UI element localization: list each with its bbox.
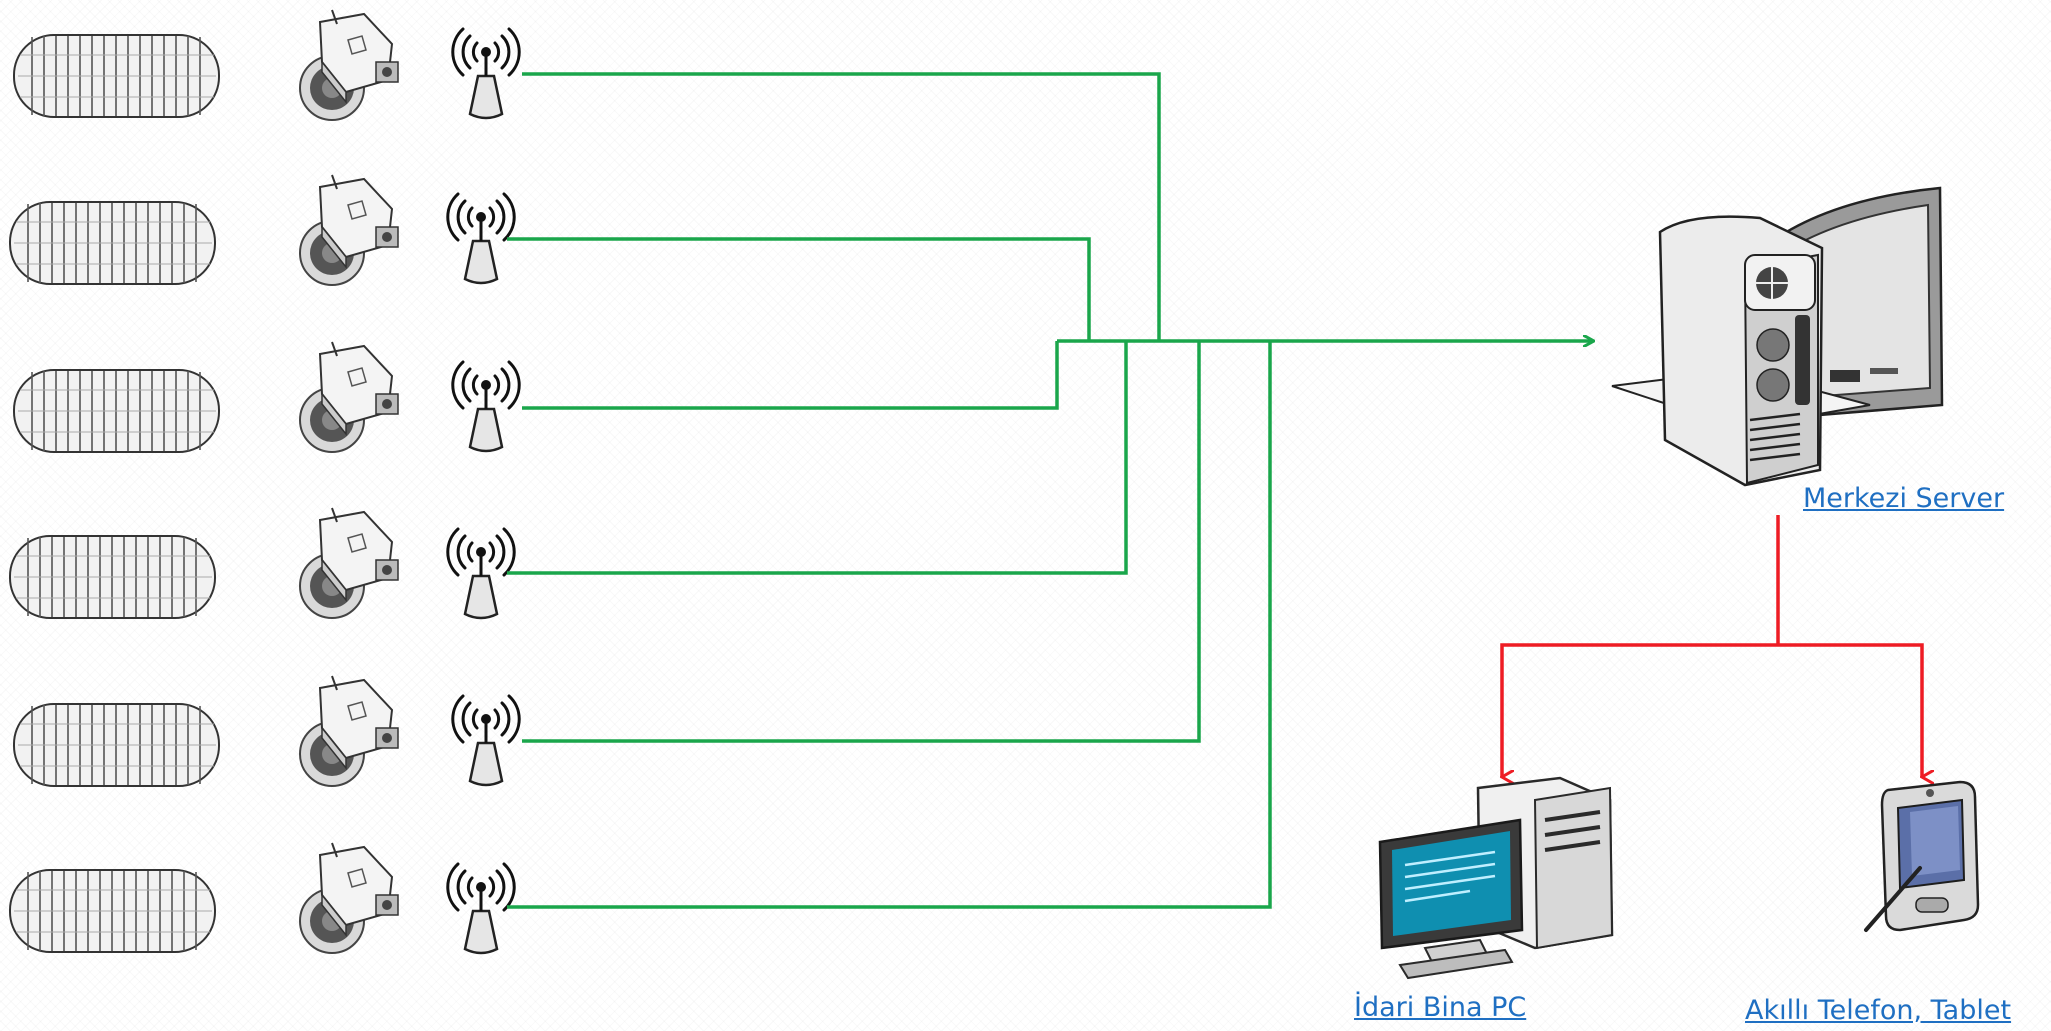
station-row-5 [13, 675, 521, 787]
sensor-device-icon [299, 174, 399, 286]
station-row-4 [9, 507, 516, 620]
uplink-line-1 [522, 72, 1161, 341]
desktop-computer-icon [1378, 776, 1614, 980]
sensor-device-icon [299, 507, 399, 619]
sensor-device-icon [299, 842, 399, 954]
station-row-2 [9, 174, 516, 286]
wireless-antenna-icon [446, 192, 516, 285]
uplink-line-6 [507, 341, 1272, 909]
solar-panel-icon [9, 869, 216, 953]
station-row-1 [13, 9, 521, 121]
solar-panel-icon [9, 535, 216, 619]
uplink-line-2 [507, 237, 1091, 341]
sensor-device-icon [299, 675, 399, 787]
station-row-6 [9, 842, 516, 955]
downlink-to-pc [1502, 643, 1778, 777]
downlink-to-mobile [1778, 643, 1922, 777]
uplink-line-5 [522, 341, 1201, 743]
uplink-line-3 [522, 341, 1059, 410]
server-computer-icon [1611, 186, 1944, 487]
office-pc-label[interactable]: İdari Bina PC [1354, 992, 1527, 1023]
uplink-connectors [507, 72, 1593, 909]
wireless-antenna-icon [446, 862, 516, 955]
sensor-device-icon [299, 9, 399, 121]
uplink-line-4 [507, 341, 1128, 575]
wireless-antenna-icon [451, 694, 521, 787]
mobile-label[interactable]: Akıllı Telefon, Tablet [1745, 995, 2012, 1026]
sensor-device-icon [299, 341, 399, 453]
solar-panel-icon [13, 369, 220, 453]
solar-panel-icon [13, 703, 220, 787]
solar-panel-icon [9, 201, 216, 285]
wireless-antenna-icon [446, 527, 516, 620]
wireless-antenna-icon [451, 27, 521, 120]
downlink-connectors [1502, 515, 1922, 777]
wireless-antenna-icon [451, 360, 521, 453]
station-row-3 [13, 341, 521, 453]
solar-panel-icon [13, 34, 220, 118]
server-label[interactable]: Merkezi Server [1803, 483, 2005, 514]
smartphone-tablet-icon [1864, 780, 1980, 932]
